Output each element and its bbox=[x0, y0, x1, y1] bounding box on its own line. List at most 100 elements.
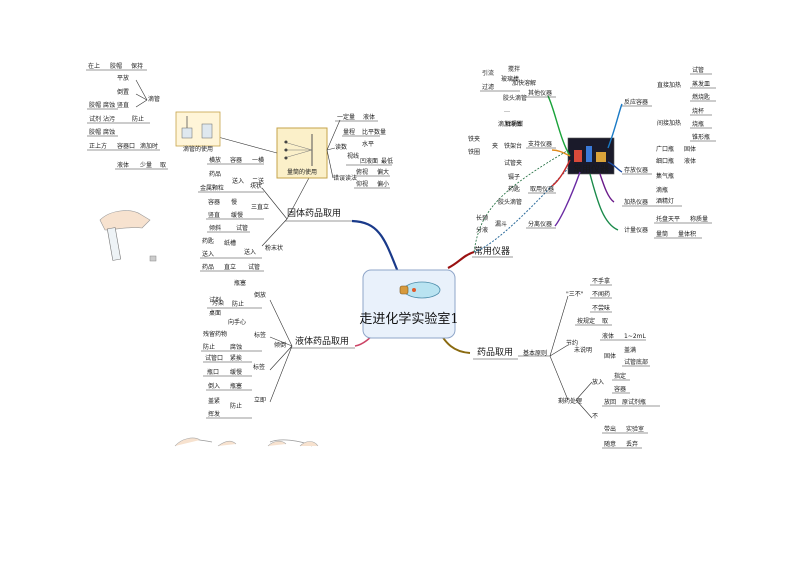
svg-text:试管底部: 试管底部 bbox=[624, 358, 648, 366]
svg-text:取用仪器: 取用仪器 bbox=[530, 186, 554, 193]
svg-text:液体: 液体 bbox=[684, 157, 696, 165]
dropper-title: 滴管的使用 bbox=[183, 145, 213, 153]
svg-text:试管夹: 试管夹 bbox=[504, 159, 522, 167]
svg-text:试管: 试管 bbox=[236, 224, 248, 232]
svg-text:一横: 一横 bbox=[252, 156, 264, 164]
svg-text:偏大: 偏大 bbox=[377, 168, 389, 176]
svg-text:丢弃: 丢弃 bbox=[626, 440, 638, 448]
svg-text:滴瓶: 滴瓶 bbox=[656, 186, 668, 194]
svg-text:凹液面: 凹液面 bbox=[360, 157, 378, 165]
svg-text:…: … bbox=[504, 107, 510, 114]
svg-text:烧杯: 烧杯 bbox=[692, 107, 704, 115]
svg-text:瓶塞: 瓶塞 bbox=[234, 279, 246, 287]
dropper-node[interactable]: 滴管的使用 bbox=[175, 111, 221, 153]
svg-text:倾倒: 倾倒 bbox=[274, 341, 286, 349]
svg-text:立即: 立即 bbox=[254, 396, 266, 404]
svg-text:酒精灯: 酒精灯 bbox=[656, 197, 674, 205]
svg-text:紧挨: 紧挨 bbox=[230, 354, 242, 362]
svg-text:不闻药: 不闻药 bbox=[592, 290, 610, 298]
svg-text:水平: 水平 bbox=[362, 140, 374, 148]
svg-text:取: 取 bbox=[160, 162, 166, 169]
svg-text:胶帽: 胶帽 bbox=[89, 101, 101, 109]
center-title: 走进化学实验室1 bbox=[359, 311, 458, 327]
svg-text:加热仪器: 加热仪器 bbox=[624, 198, 648, 206]
svg-text:带出: 带出 bbox=[604, 425, 616, 433]
branch-solid[interactable]: 固体药品取用 bbox=[287, 207, 341, 219]
svg-text:液体: 液体 bbox=[602, 332, 614, 340]
svg-text:随意: 随意 bbox=[604, 440, 616, 448]
svg-text:容器: 容器 bbox=[230, 156, 242, 164]
svg-text:指定: 指定 bbox=[614, 372, 626, 380]
svg-text:胶帽: 胶帽 bbox=[89, 128, 101, 136]
svg-text:药品: 药品 bbox=[209, 170, 221, 178]
svg-text:瓶塞: 瓶塞 bbox=[230, 382, 242, 390]
svg-text:缓慢: 缓慢 bbox=[230, 368, 242, 376]
svg-text:按规定: 按规定 bbox=[577, 317, 595, 325]
svg-text:放回: 放回 bbox=[604, 398, 616, 406]
hand-test-tube-illustration bbox=[174, 437, 319, 447]
svg-text:仰视: 仰视 bbox=[356, 180, 368, 188]
svg-text:其他仪器: 其他仪器 bbox=[528, 89, 552, 97]
branch-medicine[interactable]: 药品取用 bbox=[477, 347, 513, 358]
branch-instruments[interactable]: 常用仪器 bbox=[474, 245, 510, 257]
svg-text:广口瓶: 广口瓶 bbox=[656, 145, 674, 153]
svg-text:胶头滴管: 胶头滴管 bbox=[498, 198, 522, 206]
svg-text:1~2mL: 1~2mL bbox=[624, 333, 647, 340]
svg-text:防止: 防止 bbox=[203, 343, 215, 351]
svg-text:防止: 防止 bbox=[232, 300, 244, 308]
svg-text:铁架台: 铁架台 bbox=[504, 142, 522, 150]
svg-text:铁圈: 铁圈 bbox=[468, 148, 480, 156]
cylinder-node[interactable]: 量筒的使用 bbox=[276, 127, 328, 179]
svg-text:桌面: 桌面 bbox=[209, 309, 221, 317]
svg-text:药匙: 药匙 bbox=[508, 185, 520, 193]
svg-text:计量仪器: 计量仪器 bbox=[624, 226, 648, 234]
svg-text:间接加热: 间接加热 bbox=[657, 119, 681, 127]
svg-text:少量: 少量 bbox=[140, 162, 152, 169]
svg-text:偏小: 偏小 bbox=[377, 180, 389, 188]
hand-pouring-illustration bbox=[99, 210, 157, 262]
branch-liquid[interactable]: 液体药品取用 bbox=[295, 335, 349, 347]
dropper-icon bbox=[181, 116, 213, 139]
instruments-node[interactable]: 常用仪器 bbox=[567, 137, 615, 175]
svg-text:送入: 送入 bbox=[232, 177, 244, 185]
svg-text:蒸发皿: 蒸发皿 bbox=[692, 80, 710, 88]
cylinder-icon bbox=[283, 134, 313, 166]
svg-text:保持: 保持 bbox=[131, 62, 143, 70]
svg-text:取: 取 bbox=[602, 318, 608, 325]
glassware-icon bbox=[574, 146, 606, 162]
svg-text:一定量: 一定量 bbox=[337, 113, 355, 121]
svg-text:错误读法: 错误读法 bbox=[333, 174, 357, 182]
svg-text:标签: 标签 bbox=[253, 363, 265, 371]
svg-text:缓慢: 缓慢 bbox=[231, 211, 243, 219]
svg-text:防止: 防止 bbox=[230, 402, 242, 410]
instruments-title: 常用仪器 bbox=[573, 163, 609, 175]
svg-text:纸槽: 纸槽 bbox=[224, 239, 236, 247]
svg-text:不: 不 bbox=[592, 413, 598, 420]
svg-text:分液: 分液 bbox=[476, 226, 488, 234]
svg-text:向手心: 向手心 bbox=[228, 318, 246, 326]
svg-text:节约: 节约 bbox=[566, 339, 578, 347]
svg-text:盖满: 盖满 bbox=[624, 346, 636, 354]
svg-text:腐蚀: 腐蚀 bbox=[230, 343, 242, 351]
svg-text:不手拿: 不手拿 bbox=[592, 277, 610, 285]
center-node[interactable]: 走进化学实验室1 bbox=[359, 269, 459, 339]
svg-text:量筒: 量筒 bbox=[656, 230, 668, 238]
svg-text:正上方: 正上方 bbox=[89, 142, 107, 150]
svg-text:块状: 块状 bbox=[250, 182, 262, 190]
svg-text:试管: 试管 bbox=[692, 66, 704, 74]
svg-text:直接加热: 直接加热 bbox=[657, 81, 681, 89]
svg-text:标签: 标签 bbox=[254, 331, 266, 339]
svg-text:原试剂瓶: 原试剂瓶 bbox=[622, 398, 646, 406]
svg-text:未说明: 未说明 bbox=[574, 346, 592, 354]
svg-text:容器: 容器 bbox=[614, 385, 626, 393]
svg-text:锥形瓶: 锥形瓶 bbox=[692, 133, 710, 141]
svg-text:不尝味: 不尝味 bbox=[592, 304, 610, 312]
svg-text:胶头滴管: 胶头滴管 bbox=[503, 94, 527, 102]
svg-text:容器口: 容器口 bbox=[117, 142, 135, 150]
svg-text:"三不": "三不" bbox=[566, 291, 584, 298]
svg-text:引流: 引流 bbox=[482, 69, 494, 77]
svg-text:分离仪器: 分离仪器 bbox=[528, 220, 552, 228]
svg-text:俯视: 俯视 bbox=[356, 168, 368, 176]
